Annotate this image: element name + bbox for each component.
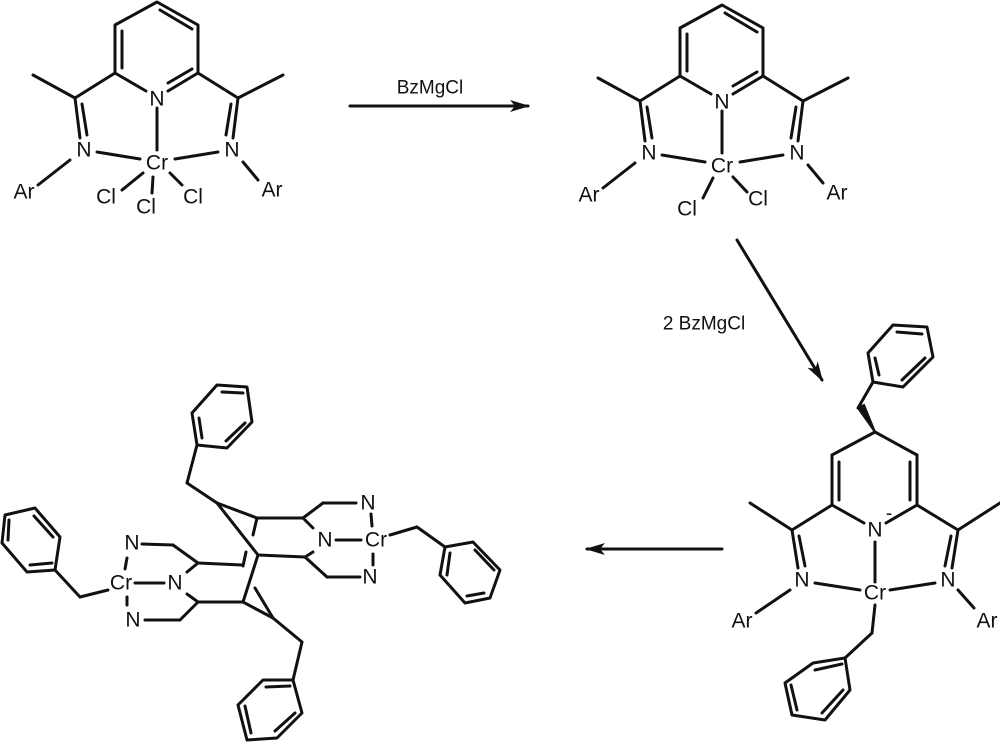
aryl-group-left: Ar: [579, 184, 600, 207]
atom-Cr: Cr: [864, 582, 886, 605]
atom-N-pyridine: N: [714, 91, 729, 114]
aryl-group-right: Ar: [977, 610, 998, 633]
atom-N-imine-left: N: [76, 139, 91, 162]
reagent-label: BzMgCl: [397, 78, 464, 99]
atom-Cl: Cl: [677, 198, 697, 221]
atom-Cl: Cl: [748, 188, 768, 211]
dimer-product-molecule: N N N Cr N N N Cr: [0, 383, 502, 742]
atom-Cl: Cl: [96, 186, 116, 209]
atom-Cr: Cr: [146, 152, 168, 175]
reaction-arrow-step2: 2 BzMgCl: [663, 238, 824, 382]
atom-N: N: [124, 532, 139, 555]
atom-N-imine-left: N: [794, 569, 809, 592]
intermediate-molecule: N N N Cr Cl Cl Ar Ar: [579, 3, 850, 221]
aryl-group-right: Ar: [827, 182, 848, 205]
atom-N-imine-right: N: [789, 142, 804, 165]
aryl-group-right: Ar: [262, 179, 283, 202]
atom-Cr: Cr: [711, 155, 733, 178]
atom-N: N: [362, 566, 377, 589]
atom-Cr: Cr: [110, 572, 132, 595]
reactant-molecule: N N N Cr Cl Cl Cl Ar Ar: [14, 0, 285, 219]
negative-charge: -: [886, 504, 892, 525]
reaction-arrow-step1: BzMgCl: [348, 78, 530, 112]
atom-Cr: Cr: [365, 529, 387, 552]
atom-Cl: Cl: [183, 186, 203, 209]
reagent-label: 2 BzMgCl: [663, 314, 745, 335]
wedge-bond: [856, 403, 876, 433]
atom-N: N: [360, 492, 375, 515]
atom-N: N: [125, 609, 140, 632]
atom-N: N: [317, 529, 332, 552]
atom-N-imine-left: N: [641, 142, 656, 165]
aryl-group-left: Ar: [732, 610, 753, 633]
atom-N-pyridine: N: [149, 88, 164, 111]
atom-Cl: Cl: [136, 196, 156, 219]
atom-N-imine-right: N: [940, 569, 955, 592]
alkylated-molecule: N - N N Cr Ar Ar: [732, 323, 1000, 722]
atom-N: N: [167, 572, 182, 595]
aryl-group-left: Ar: [14, 181, 35, 204]
atom-N-pyridyl: N: [867, 519, 882, 542]
atom-N-imine-right: N: [224, 139, 239, 162]
